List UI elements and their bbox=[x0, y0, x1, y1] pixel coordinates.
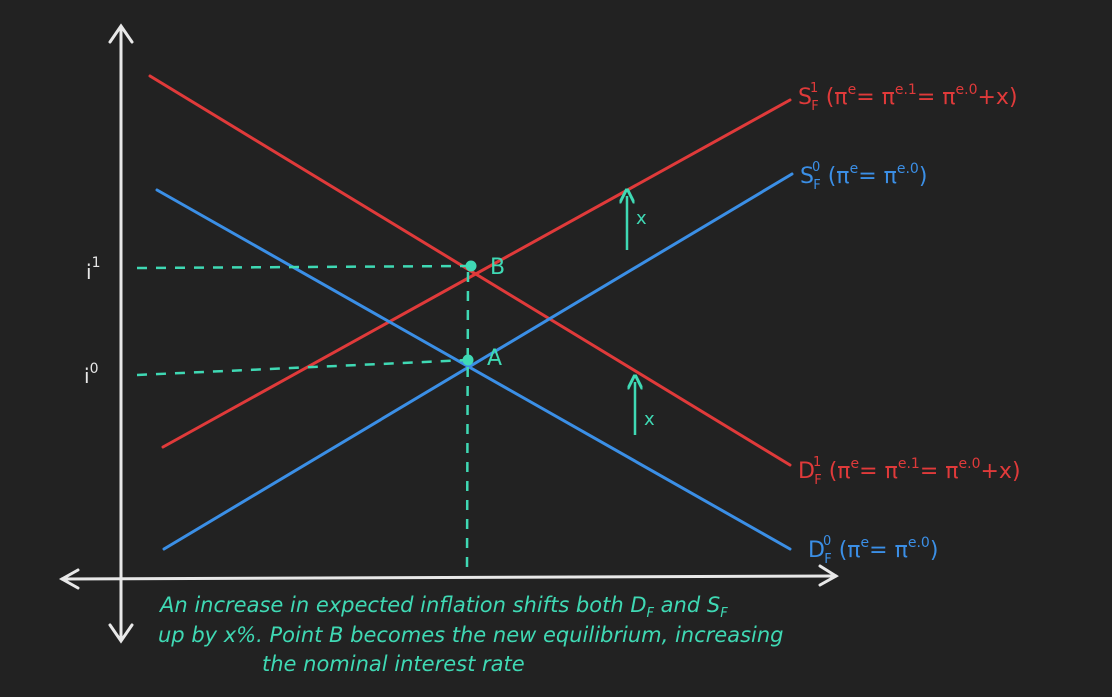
point-a-label: A bbox=[487, 346, 502, 371]
caption-line-1: An increase in expected inflation shifts… bbox=[158, 593, 728, 621]
point-b-marker bbox=[465, 260, 477, 272]
demand-curve-old bbox=[155, 188, 792, 551]
supply-curve-old bbox=[162, 172, 794, 551]
guide-lines bbox=[136, 264, 471, 571]
demand-shift-label: x bbox=[644, 409, 655, 430]
point-b-label: B bbox=[490, 255, 505, 280]
x-axis bbox=[58, 564, 839, 590]
y-axis bbox=[108, 23, 134, 644]
caption-line-3: the nominal interest rate bbox=[262, 652, 525, 676]
caption: An increase in expected inflation shifts… bbox=[158, 593, 784, 676]
caption-line-2: up by x%. Point B becomes the new equili… bbox=[158, 623, 784, 647]
y-tick-i1: i1 bbox=[86, 255, 100, 284]
supply-shift-label: x bbox=[636, 208, 647, 229]
y-tick-i0: i0 bbox=[84, 361, 98, 388]
point-a-marker bbox=[462, 354, 474, 366]
